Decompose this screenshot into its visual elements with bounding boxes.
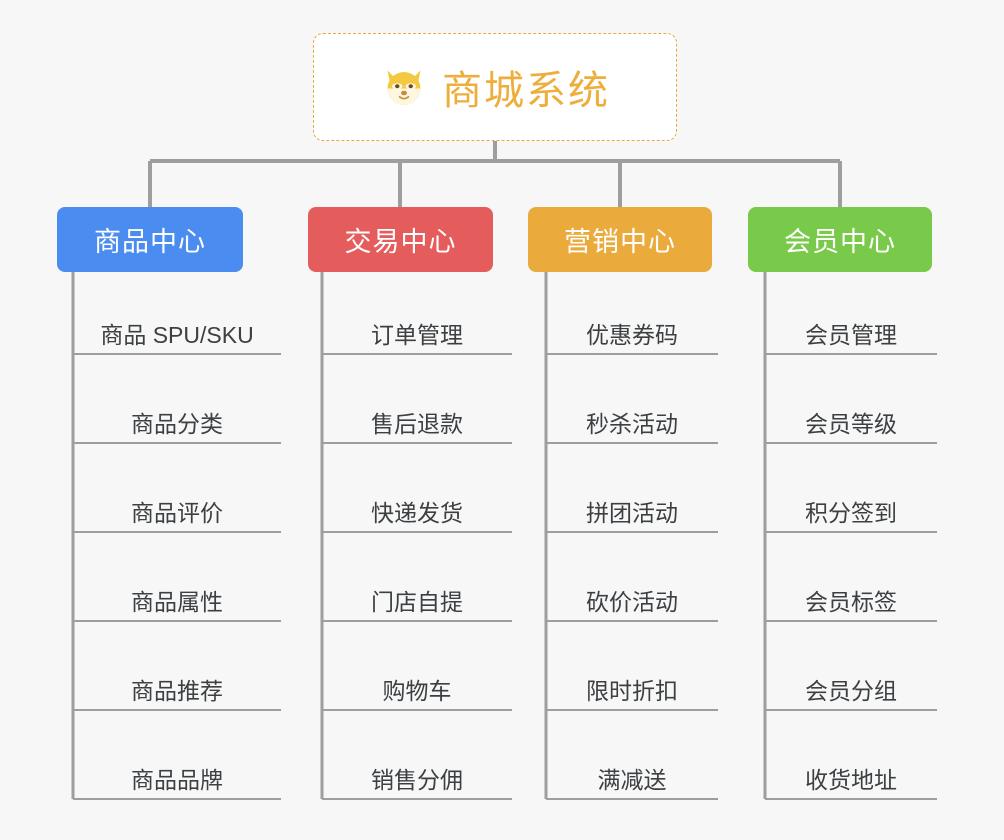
leaf-item[interactable]: 商品属性 [131,589,223,615]
shiba-dog-face-icon [380,63,428,111]
leaf-item[interactable]: 商品 SPU/SKU [100,322,254,348]
leaf-item[interactable]: 商品分类 [131,411,223,437]
leaf-item[interactable]: 秒杀活动 [586,411,678,437]
leaf-item[interactable]: 门店自提 [371,589,463,615]
leaf-item[interactable]: 售后退款 [371,411,463,437]
category-header-marketing-center[interactable]: 营销中心 [528,207,712,272]
leaf-item[interactable]: 拼团活动 [586,500,678,526]
category-header-label: 商品中心 [94,227,206,257]
leaf-item[interactable]: 收货地址 [805,767,897,793]
leaf-item[interactable]: 订单管理 [371,322,463,348]
leaf-item[interactable]: 会员标签 [805,589,897,615]
leaf-item[interactable]: 会员管理 [805,322,897,348]
leaf-item[interactable]: 会员等级 [805,411,897,437]
leaf-item[interactable]: 商品品牌 [131,767,223,793]
root-node-title: 商城系统 [442,69,610,113]
category-header-label: 交易中心 [344,227,457,257]
leaf-item[interactable]: 积分签到 [805,500,897,526]
leaf-item[interactable]: 满减送 [597,767,667,793]
category-header-label: 会员中心 [784,227,896,257]
leaf-item[interactable]: 会员分组 [805,678,897,704]
category-header-label: 营销中心 [564,227,676,257]
leaf-item[interactable]: 限时折扣 [586,678,678,704]
leaf-item[interactable]: 购物车 [382,678,452,704]
root-node-shop-system[interactable]: 商城系统 [313,33,677,141]
leaf-item[interactable]: 快递发货 [371,500,463,526]
leaf-item[interactable]: 优惠券码 [586,322,678,348]
category-header-trade-center[interactable]: 交易中心 [308,207,493,272]
leaf-item[interactable]: 砍价活动 [586,589,678,615]
category-header-member-center[interactable]: 会员中心 [748,207,932,272]
leaf-item[interactable]: 商品推荐 [131,678,223,704]
leaf-item[interactable]: 商品评价 [131,500,223,526]
category-header-product-center[interactable]: 商品中心 [57,207,243,272]
leaf-item[interactable]: 销售分佣 [371,767,463,793]
